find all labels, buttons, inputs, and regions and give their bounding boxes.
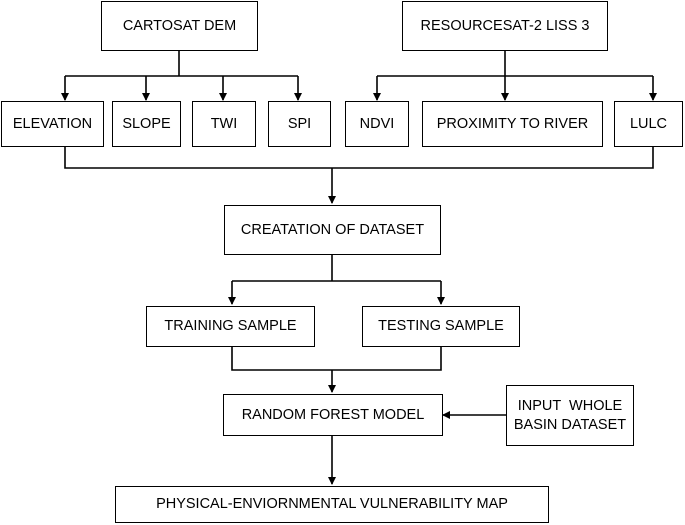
connector-factors-merge <box>64 147 654 169</box>
proximity-box: PROXIMITY TO RIVER <box>422 101 603 147</box>
testing-sample-box: TESTING SAMPLE <box>362 306 520 347</box>
twi-box: TWI <box>192 101 256 147</box>
slope-box: SLOPE <box>112 101 181 147</box>
slope-label: SLOPE <box>122 115 171 132</box>
dataset-box: CREATATION OF DATASET <box>224 205 441 255</box>
connector-samples-merge <box>231 347 442 371</box>
rf-model-label: RANDOM FOREST MODEL <box>241 406 425 423</box>
input-dataset-label-line2: BASIN DATASET <box>513 416 627 433</box>
elevation-box: ELEVATION <box>1 101 104 147</box>
cartosat-dem-label: CARTOSAT DEM <box>122 17 237 34</box>
lulc-label: LULC <box>629 115 668 132</box>
spi-label: SPI <box>287 115 312 132</box>
training-sample-box: TRAINING SAMPLE <box>146 306 315 347</box>
dataset-label: CREATATION OF DATASET <box>240 221 425 238</box>
output-map-label: PHYSICAL-ENVIORNMENTAL VULNERABILITY MAP <box>156 496 508 512</box>
proximity-label: PROXIMITY TO RIVER <box>436 115 589 132</box>
elevation-label: ELEVATION <box>12 115 93 132</box>
lulc-box: LULC <box>614 101 683 147</box>
input-dataset-label-line1: INPUT WHOLE <box>517 397 623 414</box>
input-dataset-box: INPUT WHOLE BASIN DATASET <box>506 385 634 446</box>
resourcesat-label: RESOURCESAT-2 LISS 3 <box>420 17 590 34</box>
ndvi-label: NDVI <box>359 115 395 132</box>
testing-sample-label: TESTING SAMPLE <box>378 318 504 334</box>
output-map-box: PHYSICAL-ENVIORNMENTAL VULNERABILITY MAP <box>115 486 549 523</box>
resourcesat-box: RESOURCESAT-2 LISS 3 <box>402 1 608 51</box>
twi-label: TWI <box>210 115 238 132</box>
spi-box: SPI <box>268 101 331 147</box>
rf-model-box: RANDOM FOREST MODEL <box>223 394 443 436</box>
cartosat-dem-box: CARTOSAT DEM <box>101 1 258 51</box>
ndvi-box: NDVI <box>345 101 409 147</box>
training-sample-label: TRAINING SAMPLE <box>164 318 297 334</box>
